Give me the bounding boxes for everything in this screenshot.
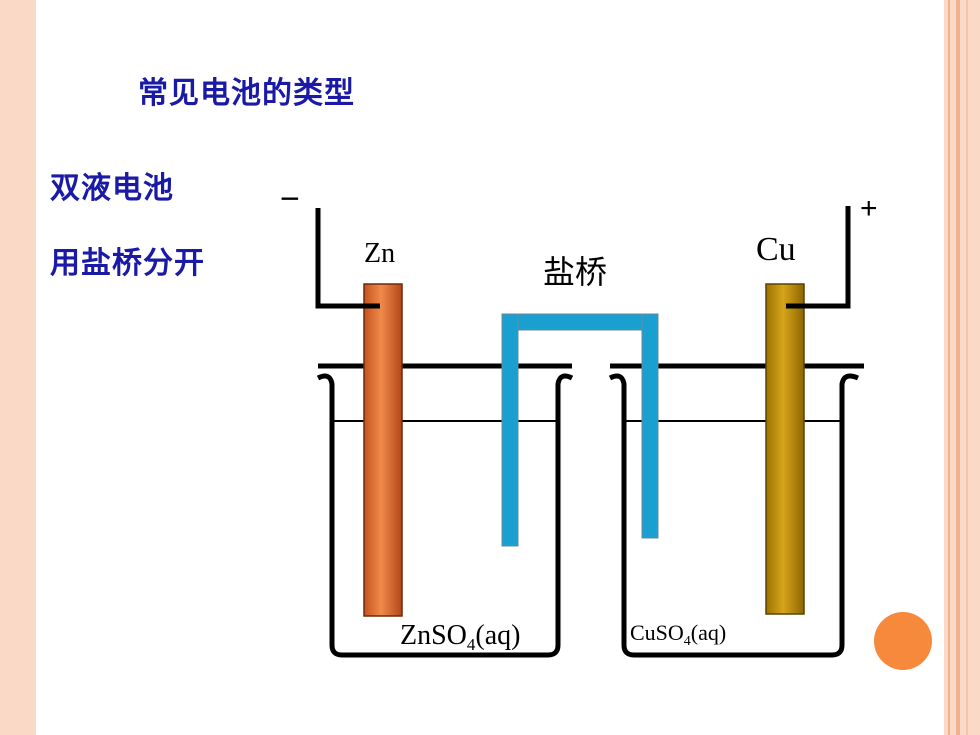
label-double-liquid-cell: 双液电池 [50, 171, 174, 206]
right-solution-label: CuSO4(aq) [630, 620, 726, 649]
salt-bridge-label: 盐桥 [543, 253, 607, 291]
decorative-orange-dot [874, 612, 932, 670]
zinc-electrode [363, 283, 403, 617]
right-beaker-outline [608, 373, 859, 658]
left-beaker [316, 363, 574, 658]
right-border-stripe [948, 0, 950, 735]
slide-title: 常见电池的类型 [138, 76, 355, 111]
left-border [0, 0, 36, 735]
zinc-label: Zn [364, 238, 395, 269]
negative-terminal-sign: − [280, 180, 300, 218]
copper-label: Cu [756, 231, 796, 268]
right-border-stripe [966, 0, 968, 735]
right-border-stripe [956, 0, 960, 735]
right-border [944, 0, 980, 735]
left-solution-label: ZnSO4(aq) [400, 620, 520, 654]
zinc-wire [315, 208, 380, 309]
left-beaker-outline [316, 373, 574, 658]
salt-bridge-right-leg [641, 313, 659, 539]
salt-bridge [501, 313, 659, 547]
copper-wire [786, 206, 851, 309]
salt-bridge-left-leg [501, 313, 519, 547]
salt-bridge-top [501, 313, 658, 331]
positive-terminal-sign: + [860, 192, 878, 225]
copper-electrode [765, 283, 805, 615]
label-salt-bridge-separated: 用盐桥分开 [50, 246, 205, 281]
